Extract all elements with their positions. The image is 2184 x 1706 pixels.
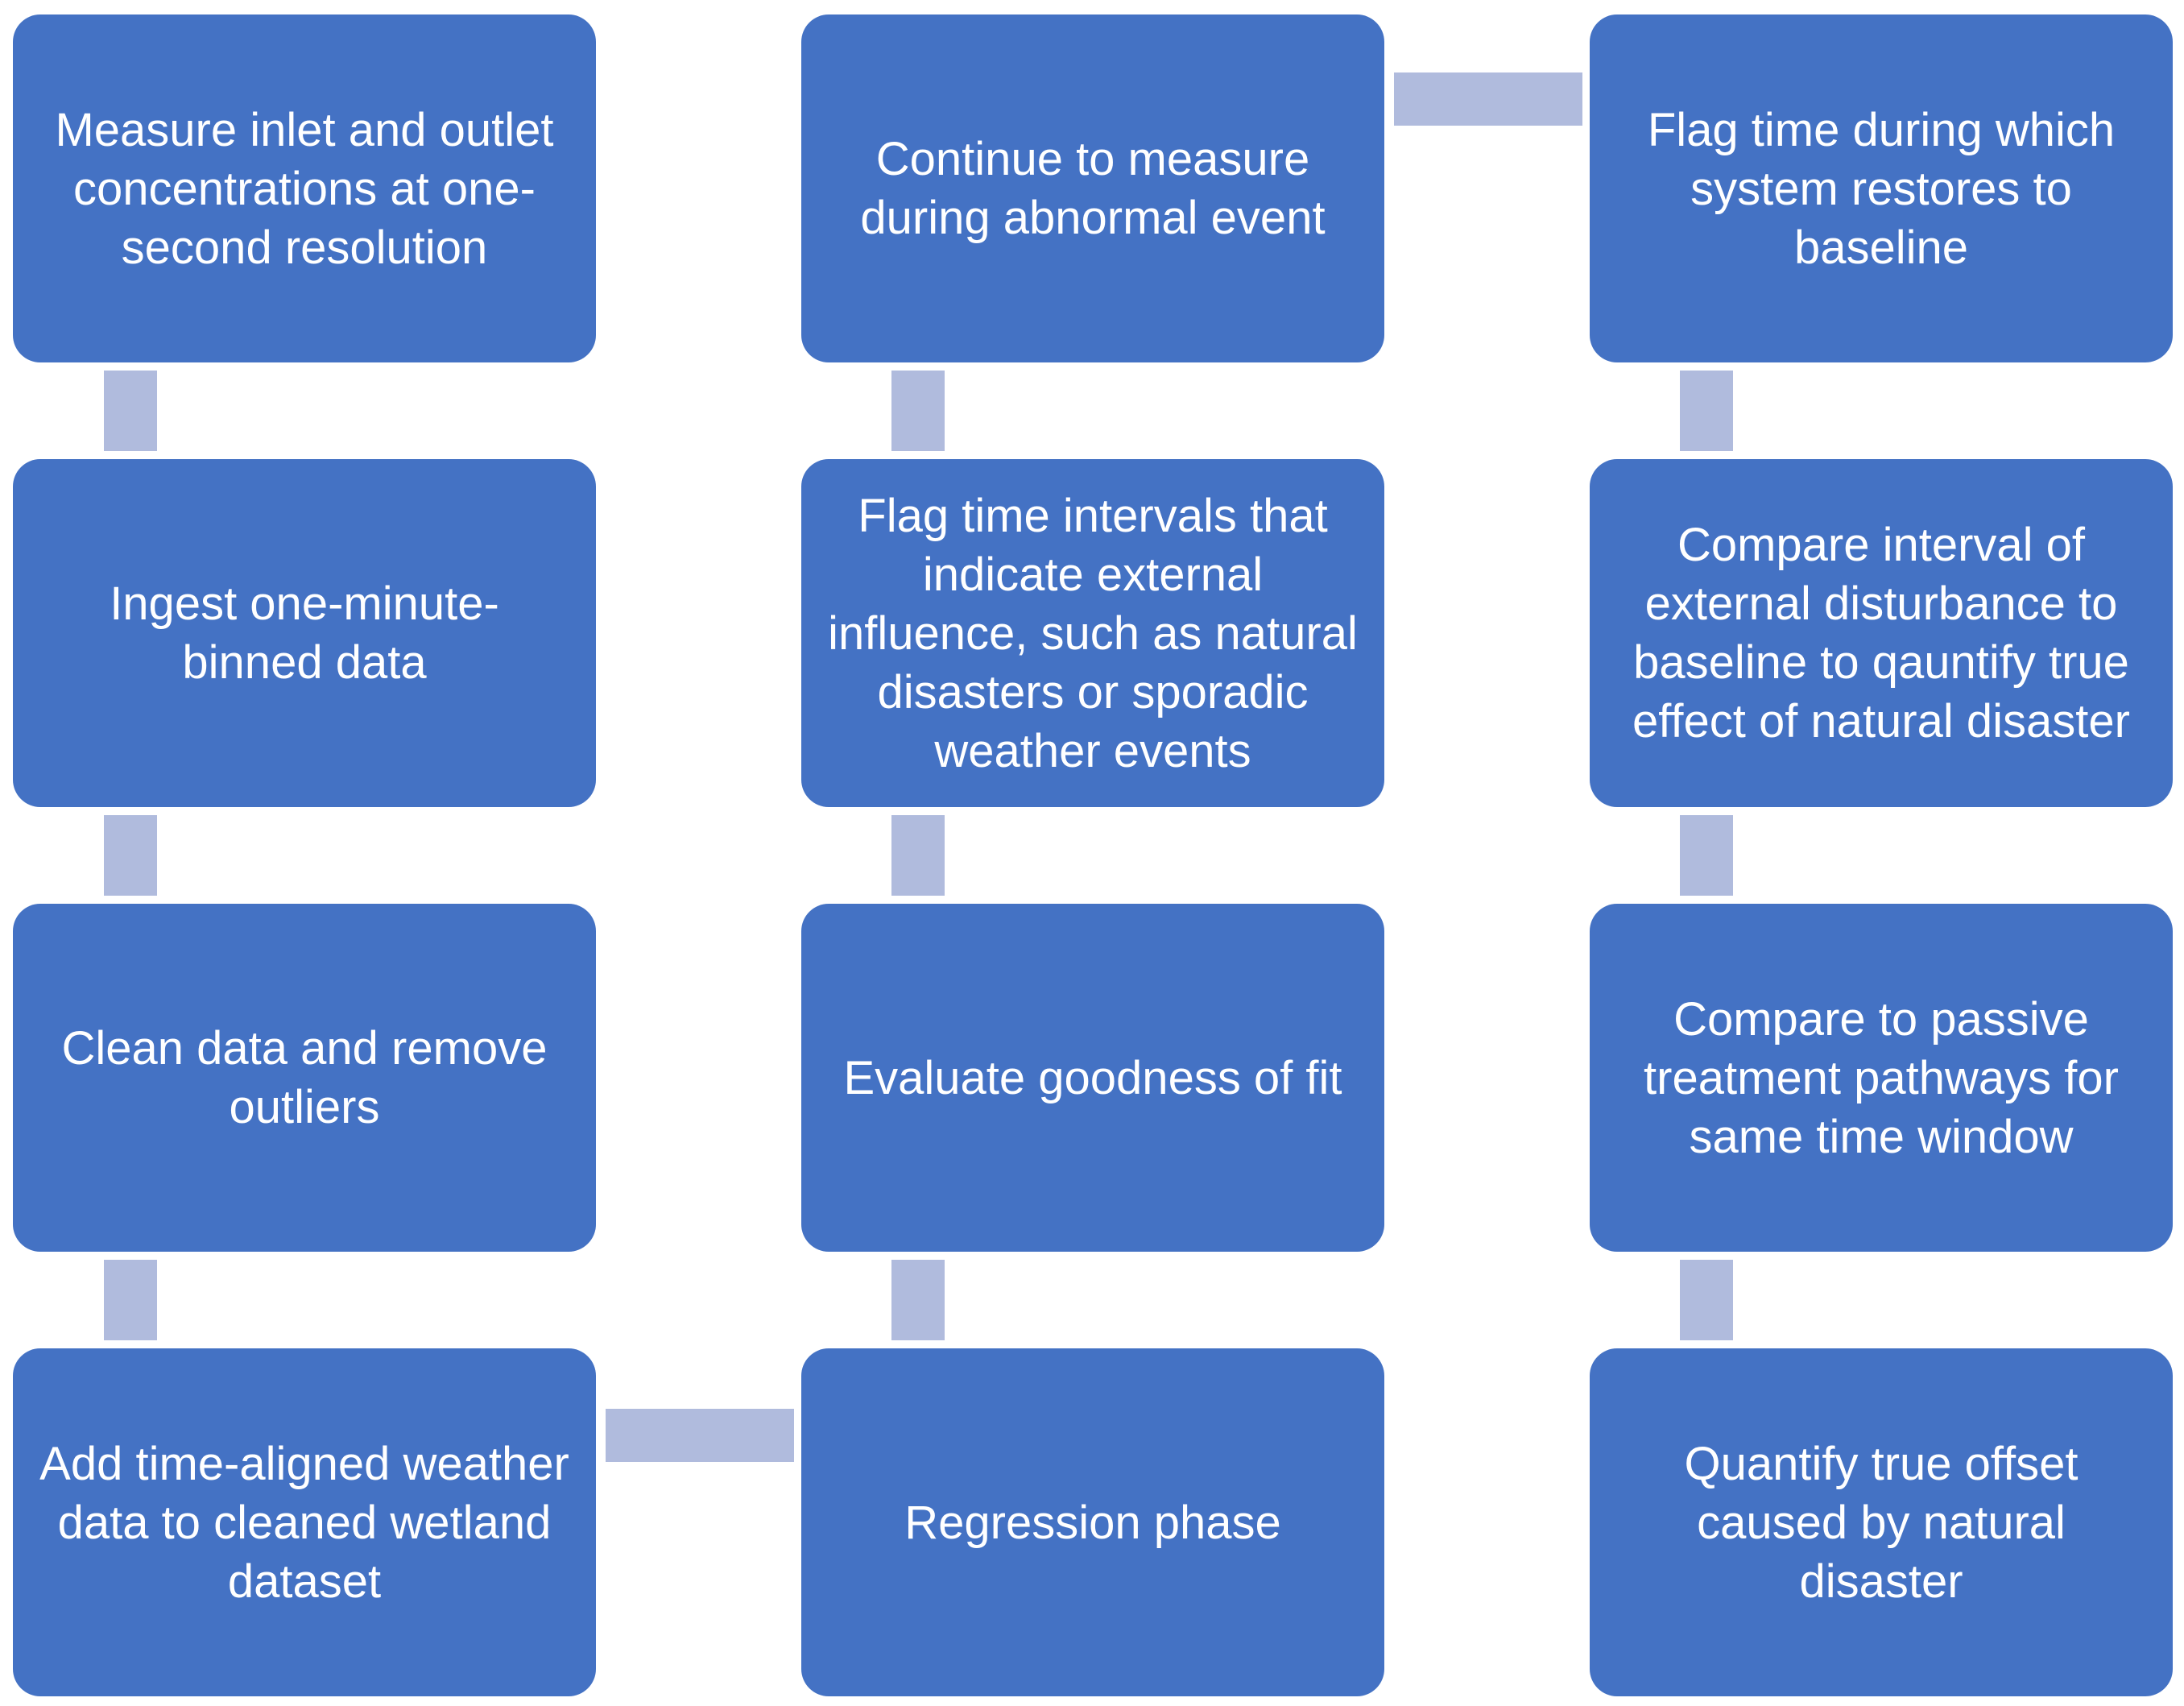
step-ingest-text: Ingest one-minute-binned data bbox=[110, 578, 499, 689]
step-clean-box: Clean data and remove outliers bbox=[13, 904, 596, 1252]
connector-ingest-clean bbox=[104, 815, 157, 896]
step-continue-box: Continue to measure during abnormal even… bbox=[801, 14, 1384, 362]
connector-flag-restore-compare-interval bbox=[1680, 371, 1733, 451]
step-compare-passive-text: Compare to passive treatment pathways fo… bbox=[1644, 992, 2119, 1163]
step-quantify-box: Quantify true offset caused by natural d… bbox=[1590, 1348, 2173, 1696]
step-measure-text: Measure inlet and outlet concentrations … bbox=[55, 103, 554, 274]
step-flag-restore-box: Flag time during which system restores t… bbox=[1590, 14, 2173, 362]
step-measure-box: Measure inlet and outlet concentrations … bbox=[13, 14, 596, 362]
step-ingest-box: Ingest one-minute-binned data bbox=[13, 459, 596, 807]
step-flag-intervals-box: Flag time intervals that indicate extern… bbox=[801, 459, 1384, 807]
connector-compare-interval-compare-passive bbox=[1680, 815, 1733, 896]
connector-clean-weather bbox=[104, 1260, 157, 1340]
connector-weather-regression bbox=[606, 1409, 794, 1462]
step-compare-interval-box: Compare interval of external disturbance… bbox=[1590, 459, 2173, 807]
connector-flag-intervals-continue bbox=[891, 371, 945, 451]
step-clean-text: Clean data and remove outliers bbox=[61, 1022, 548, 1133]
step-flag-restore-text: Flag time during which system restores t… bbox=[1647, 103, 2116, 274]
step-continue-text: Continue to measure during abnormal even… bbox=[860, 133, 1326, 244]
step-regression-box: Regression phase bbox=[801, 1348, 1384, 1696]
step-regression-text: Regression phase bbox=[904, 1496, 1281, 1549]
connector-regression-evaluate bbox=[891, 1260, 945, 1340]
connector-continue-flag-restore bbox=[1394, 72, 1582, 126]
step-quantify-text: Quantify true offset caused by natural d… bbox=[1684, 1437, 2079, 1608]
step-compare-passive-box: Compare to passive treatment pathways fo… bbox=[1590, 904, 2173, 1252]
connector-measure-ingest bbox=[104, 371, 157, 451]
step-flag-intervals-text: Flag time intervals that indicate extern… bbox=[828, 489, 1358, 777]
connector-evaluate-flag-intervals bbox=[891, 815, 945, 896]
connector-compare-passive-quantify bbox=[1680, 1260, 1733, 1340]
step-evaluate-text: Evaluate goodness of fit bbox=[843, 1051, 1342, 1104]
step-evaluate-box: Evaluate goodness of fit bbox=[801, 904, 1384, 1252]
step-weather-text: Add time-aligned weather data to cleaned… bbox=[39, 1437, 569, 1608]
step-compare-interval-text: Compare interval of external disturbance… bbox=[1632, 519, 2130, 747]
step-weather-box: Add time-aligned weather data to cleaned… bbox=[13, 1348, 596, 1696]
